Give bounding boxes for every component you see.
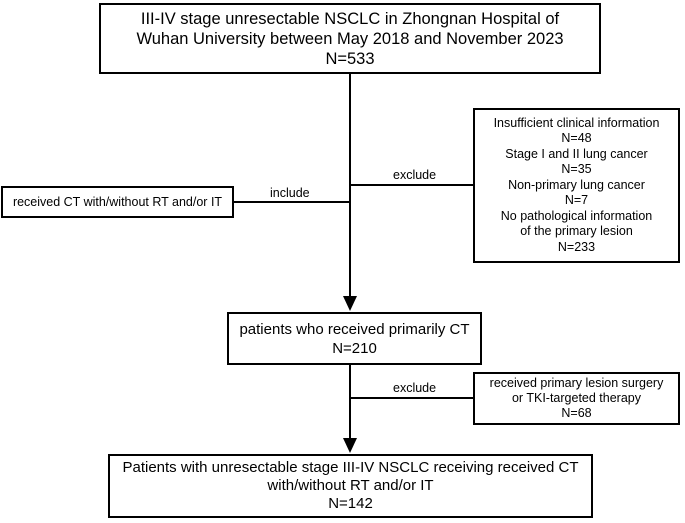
inclusion-criteria-box: received CT with/without RT and/or IT [1, 186, 234, 218]
primary-ct-line-1: patients who received primarily CT [239, 320, 470, 338]
exclusion-1-line-3: Stage I and II lung cancer [505, 146, 648, 161]
arrowhead-to-middle-box [343, 296, 357, 311]
exclusion-2-line-1: received primary lesion surgery [489, 376, 664, 390]
cohort-start-count: N=533 [325, 49, 375, 68]
exclude-label-1: exclude [393, 168, 437, 182]
exclusion-1-line-2: N=48 [561, 131, 592, 146]
exclusion-2-count: N=68 [561, 406, 592, 420]
final-cohort-line-1: Patients with unresectable stage III-IV … [122, 459, 579, 476]
exclusion-1-line-7: No pathological information [500, 208, 653, 223]
final-cohort-line-2: with/without RT and/or IT [267, 477, 434, 494]
primary-ct-box: patients who received primarily CT N=210 [227, 312, 482, 365]
inclusion-criteria-text: received CT with/without RT and/or IT [12, 195, 223, 209]
arrowhead-to-bottom-box [343, 438, 357, 453]
cohort-start-line-2: Wuhan University between May 2018 and No… [136, 29, 564, 48]
exclusion-1-line-6: N=7 [564, 193, 589, 208]
exclusion-1-line-8: of the primary lesion [520, 224, 633, 239]
final-cohort-count: N=142 [328, 495, 373, 512]
exclusion-1-line-9: N=233 [557, 239, 596, 254]
cohort-start-box: III-IV stage unresectable NSCLC in Zhong… [99, 3, 601, 74]
exclusion-criteria-box-1: Insufficient clinical information N=48 S… [473, 108, 680, 263]
final-cohort-box: Patients with unresectable stage III-IV … [108, 454, 593, 518]
cohort-start-line-1: III-IV stage unresectable NSCLC in Zhong… [140, 9, 560, 28]
exclusion-1-line-4: N=35 [561, 162, 592, 177]
primary-ct-count: N=210 [332, 339, 377, 357]
exclude-label-2: exclude [393, 381, 437, 395]
exclusion-2-line-2: or TKI-targeted therapy [511, 391, 641, 405]
exclusion-criteria-box-2: received primary lesion surgery or TKI-t… [473, 372, 680, 425]
exclusion-1-line-1: Insufficient clinical information [493, 115, 660, 130]
include-label: include [270, 186, 310, 200]
exclusion-1-line-5: Non-primary lung cancer [508, 177, 645, 192]
